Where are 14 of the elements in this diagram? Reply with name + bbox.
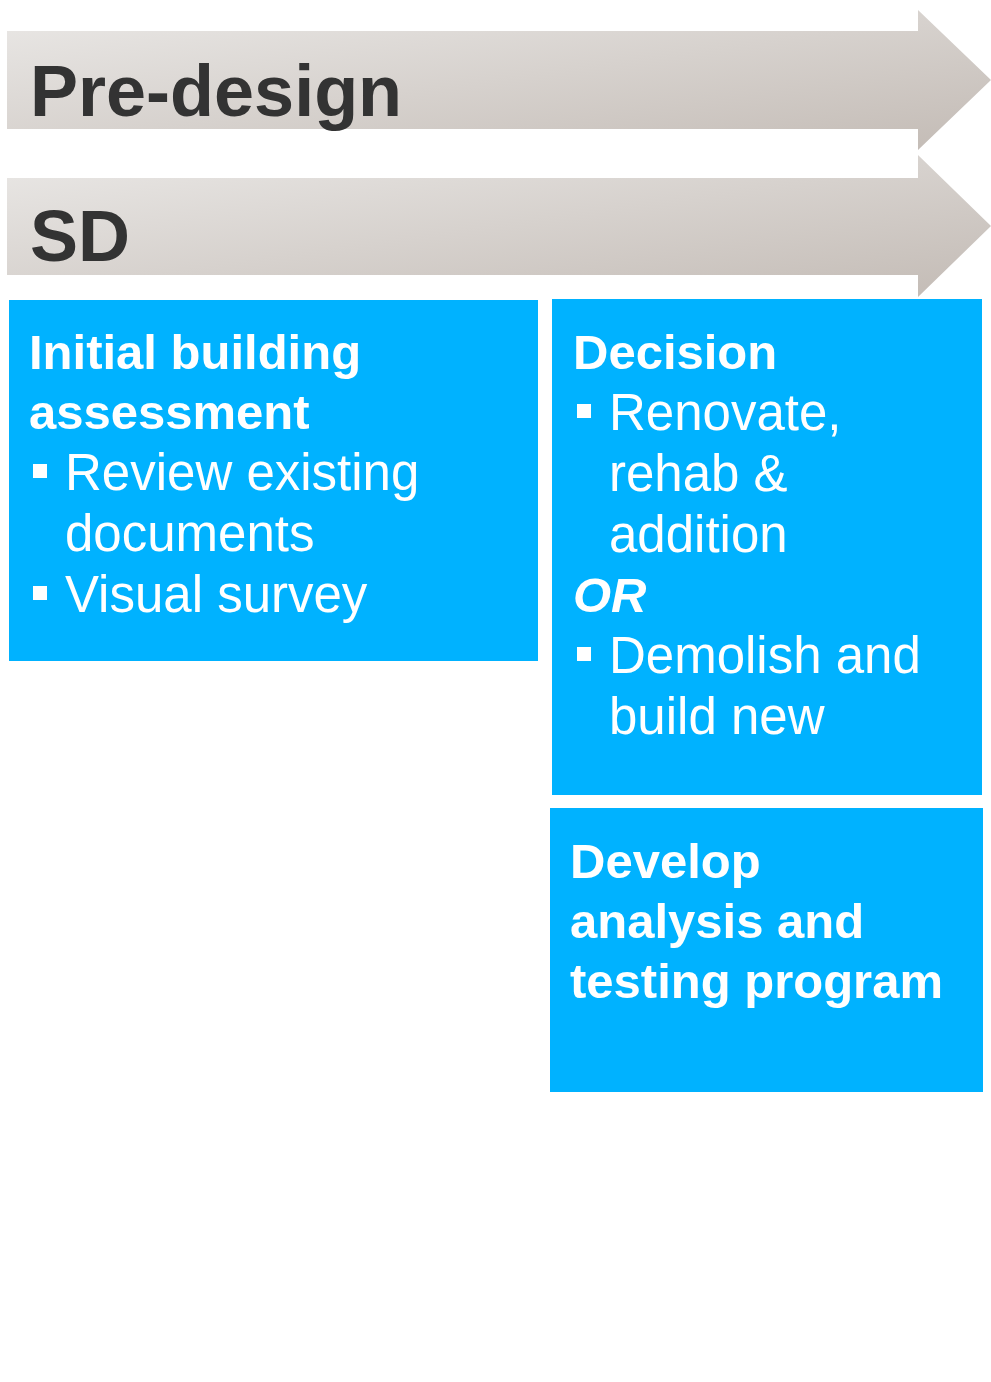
box-heading: Decision (573, 324, 779, 381)
step-box (550, 808, 983, 1092)
bullet-text: Review existing documents (65, 443, 421, 564)
phase-label: SD (30, 200, 131, 272)
bullet-text: Visual survey (65, 565, 369, 625)
box-heading: Develop analysis and testing program (570, 833, 944, 1010)
bullet-text: Renovate, rehab & addition (609, 383, 843, 565)
step-box (552, 299, 982, 795)
box-heading: Initial building assessment (29, 324, 363, 441)
bullet-text: Demolish and build new (609, 626, 922, 747)
step-box (9, 300, 538, 661)
connector-word: OR (573, 567, 648, 624)
phase-arrow (7, 155, 991, 297)
phase-arrow (7, 10, 991, 150)
